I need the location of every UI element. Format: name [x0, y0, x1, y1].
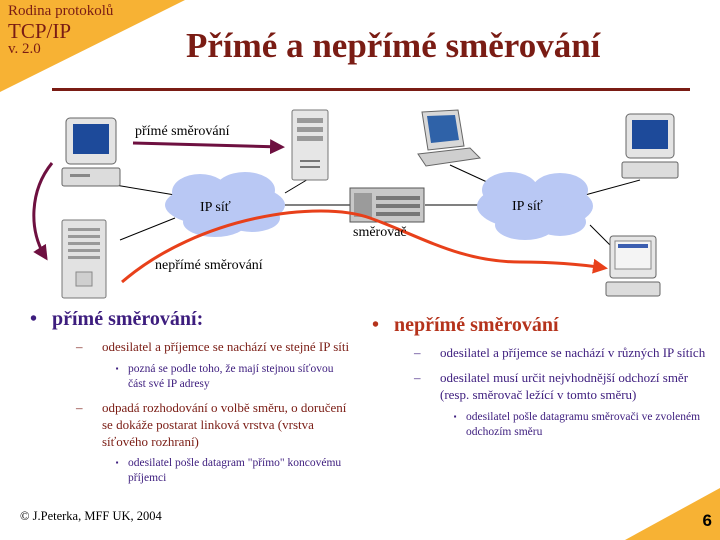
dash-icon: –: [76, 399, 83, 415]
square-bullet-icon: ▪: [115, 363, 119, 373]
list-item: – odesilatel musí určit nejvhodnější odc…: [406, 370, 707, 404]
square-bullet-icon: ▪: [115, 458, 119, 468]
slide-title: Přímé a nepřímé směrování: [186, 26, 601, 65]
corner-decoration-bottom-right: [625, 488, 720, 540]
sub-list-item: ▪ odesilatel pošle datagramu směrovači v…: [444, 410, 707, 440]
ip-network-cloud-right: [477, 172, 593, 240]
page-number: 6: [702, 511, 712, 530]
direct-routing-arrow: [32, 162, 54, 261]
server-icon: [291, 109, 329, 181]
corner-decoration-top-left: [0, 0, 185, 92]
computer-icon: [61, 117, 121, 187]
dash-icon: –: [414, 345, 421, 360]
sub-item-text: odesilatel pošle datagram "přímo" koncov…: [128, 457, 342, 485]
laptop-icon: [417, 109, 482, 167]
computer-icon: [605, 235, 661, 297]
item-text: odesilatel a příjemce se nachází v různý…: [440, 345, 706, 360]
sub-item-text: odesilatel pošle datagramu směrovači ve …: [466, 410, 701, 438]
list-item: – odesilatel a příjemce se nachází ve st…: [68, 339, 350, 356]
series-line-2: TCP/IP: [8, 18, 72, 43]
heading-text: přímé směrování:: [52, 308, 204, 330]
indirect-routing-arrow: [121, 209, 608, 284]
sub-list-item: ▪ pozná se podle toho, že mají stejnou s…: [106, 362, 350, 392]
dash-icon: –: [76, 339, 83, 354]
sub-list-item: ▪ odesilatel pošle datagram "přímo" konc…: [106, 456, 350, 486]
item-text: odesilatel musí určit nejvhodnější odcho…: [440, 369, 689, 402]
server-icon: [61, 219, 107, 299]
network-diagram: [32, 109, 679, 299]
router-icon: [349, 187, 425, 223]
bullet-icon: •: [30, 308, 38, 330]
dash-icon: –: [414, 369, 421, 385]
direct-routing-label: přímé směrování: [135, 124, 230, 139]
item-text: odesilatel a příjemce se nachází ve stej…: [102, 339, 350, 354]
router-label: směrovač: [353, 225, 407, 240]
computer-icon: [621, 113, 679, 179]
direct-routing-arrow: [132, 139, 285, 155]
list-item: – odpadá rozhodování o volbě směru, o do…: [68, 400, 350, 451]
ip-network-cloud-left: [165, 172, 285, 237]
heading-text: nepřímé směrování: [394, 314, 559, 336]
square-bullet-icon: ▪: [453, 411, 457, 421]
indirect-routing-label: nepřímé směrování: [155, 258, 263, 273]
title-underline: [52, 88, 690, 91]
item-text: odpadá rozhodování o volbě směru, o doru…: [102, 399, 347, 449]
direct-routing-section: • přímé směrování: – odesilatel a příjem…: [30, 308, 350, 486]
series-line-1: Rodina protokolů: [8, 3, 114, 19]
copyright-footer: © J.Peterka, MFF UK, 2004: [20, 509, 162, 523]
sub-item-text: pozná se podle toho, že mají stejnou síť…: [128, 362, 334, 390]
section-heading: • přímé směrování:: [30, 308, 350, 331]
bullet-icon: •: [372, 314, 380, 336]
series-label: Rodina protokolů TCP/IP v. 2.0: [8, 3, 114, 58]
indirect-routing-section: • nepřímé směrování – odesilatel a příje…: [372, 314, 707, 440]
series-line-3: v. 2.0: [8, 40, 41, 57]
section-heading: • nepřímé směrování: [372, 314, 707, 337]
ip-network-label-left: IP síť: [200, 200, 231, 215]
ip-network-label-right: IP síť: [512, 199, 543, 214]
list-item: – odesilatel a příjemce se nachází v růz…: [406, 345, 707, 362]
